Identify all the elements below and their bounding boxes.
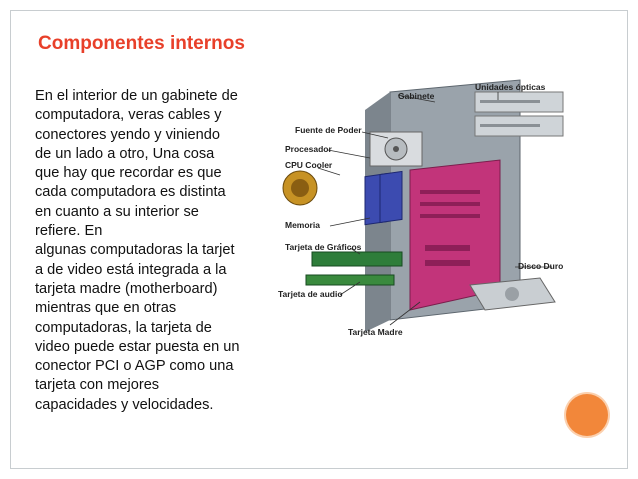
label-unidades-opticas: Unidades ópticas (475, 82, 546, 92)
power-supply (369, 131, 423, 167)
label-cpu-cooler: CPU Cooler (285, 160, 333, 170)
label-tarjeta-madre: Tarjeta Madre (348, 327, 403, 337)
label-tarjeta-audio: Tarjeta de audio (278, 289, 343, 299)
label-tarjeta-graficos: Tarjeta de Gráficos (285, 242, 362, 252)
hard-disk (469, 277, 556, 311)
label-procesador: Procesador (285, 144, 332, 154)
decorative-orange-circle (566, 394, 608, 436)
label-memoria: Memoria (285, 220, 320, 230)
slide-title: Componentes internos (38, 33, 245, 54)
memory-modules (364, 170, 403, 226)
audio-card (305, 274, 395, 286)
computer-components-diagram: Gabinete Unidades ópticas Fuente de Pode… (278, 79, 564, 337)
label-disco-duro: Disco Duro (518, 261, 563, 271)
optical-drives (474, 91, 564, 137)
graphics-card (311, 251, 403, 267)
slide-body-text: En el interior de un gabinete de computa… (35, 88, 240, 413)
slide-frame (10, 10, 628, 469)
label-gabinete: Gabinete (398, 91, 435, 101)
label-fuente-de-poder: Fuente de Poder (295, 125, 362, 135)
cpu-cooler (282, 170, 318, 206)
